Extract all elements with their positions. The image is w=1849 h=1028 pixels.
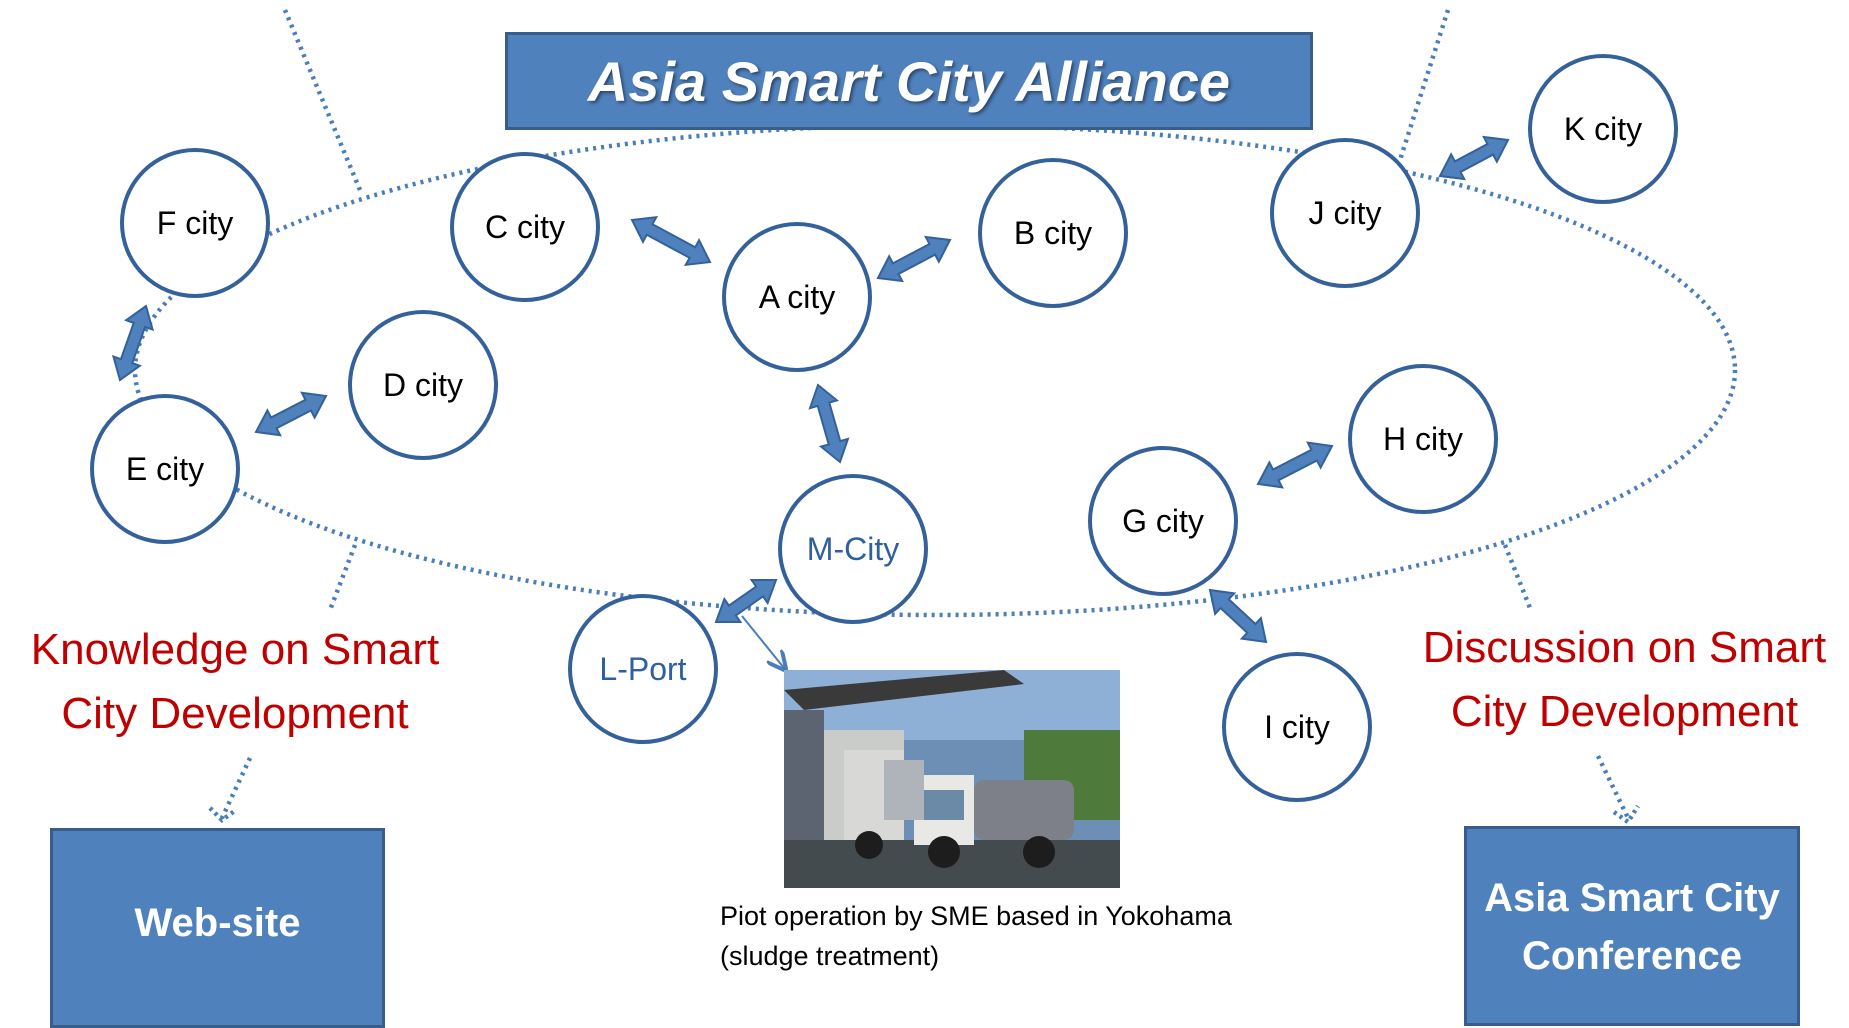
arrow-j-k <box>1438 135 1510 181</box>
website-arrow-head <box>208 806 238 823</box>
discussion-heading-line2: City Development <box>1450 687 1799 736</box>
discussion-heading: Discussion on Smart City Development <box>1400 616 1849 744</box>
website-label: Web-site <box>134 901 301 945</box>
city-node-c[interactable]: C city <box>450 152 600 302</box>
sludge-truck-illustration <box>784 670 1120 888</box>
knowledge-heading-line2: City Development <box>61 689 409 738</box>
city-node-i[interactable]: I city <box>1222 652 1372 802</box>
alliance-title-box: Asia Smart City Alliance <box>505 32 1313 130</box>
alliance-title: Asia Smart City Alliance <box>587 49 1231 113</box>
arrow-m-l <box>714 579 778 624</box>
photo-caption: Piot operation by SME based in Yokohama … <box>720 896 1232 976</box>
city-node-e[interactable]: E city <box>90 394 240 544</box>
website-box[interactable]: Web-site <box>50 828 385 1028</box>
photo-caption-line1: Piot operation by SME based in Yokohama <box>720 901 1232 931</box>
photo-pointer-arrow <box>741 615 784 668</box>
arrow-f-e <box>111 304 155 382</box>
guide-line-bottom-left <box>327 544 358 611</box>
arrow-g-i <box>1208 588 1268 644</box>
city-node-h[interactable]: H city <box>1348 364 1498 514</box>
alliance-ellipse <box>132 122 1738 618</box>
knowledge-heading-line1: Knowledge on Smart <box>30 625 440 674</box>
city-node-l-port[interactable]: L-Port <box>568 594 718 744</box>
photo-caption-line2: (sludge treatment) <box>720 941 940 971</box>
knowledge-heading: Knowledge on Smart City Development <box>0 618 470 746</box>
guide-line-bottom-right <box>1502 544 1533 609</box>
arrow-a-b <box>876 235 952 283</box>
city-node-k[interactable]: K city <box>1528 54 1678 204</box>
discussion-heading-line1: Discussion on Smart <box>1422 623 1827 672</box>
conference-box[interactable]: Asia Smart City Conference <box>1464 826 1800 1026</box>
conference-arrow-head <box>1612 804 1640 826</box>
guide-line-top-left <box>282 9 363 191</box>
website-arrow <box>219 757 253 819</box>
arrow-a-m <box>808 383 850 464</box>
city-node-d[interactable]: D city <box>348 310 498 460</box>
conference-label-line1: Asia Smart City <box>1484 876 1780 920</box>
arrow-e-d <box>254 391 328 437</box>
sludge-truck-photo <box>784 670 1120 888</box>
city-node-j[interactable]: J city <box>1270 138 1420 288</box>
city-node-b[interactable]: B city <box>978 158 1128 308</box>
city-node-f[interactable]: F city <box>120 148 270 298</box>
guide-line-top-right <box>1397 9 1451 161</box>
arrow-c-a <box>630 215 712 267</box>
city-node-g[interactable]: G city <box>1088 446 1238 596</box>
conference-label-line2: Conference <box>1521 934 1743 978</box>
city-node-a[interactable]: A city <box>722 222 872 372</box>
arrow-g-h <box>1256 441 1334 489</box>
city-node-m[interactable]: M-City <box>778 474 928 624</box>
conference-arrow <box>1595 755 1631 819</box>
